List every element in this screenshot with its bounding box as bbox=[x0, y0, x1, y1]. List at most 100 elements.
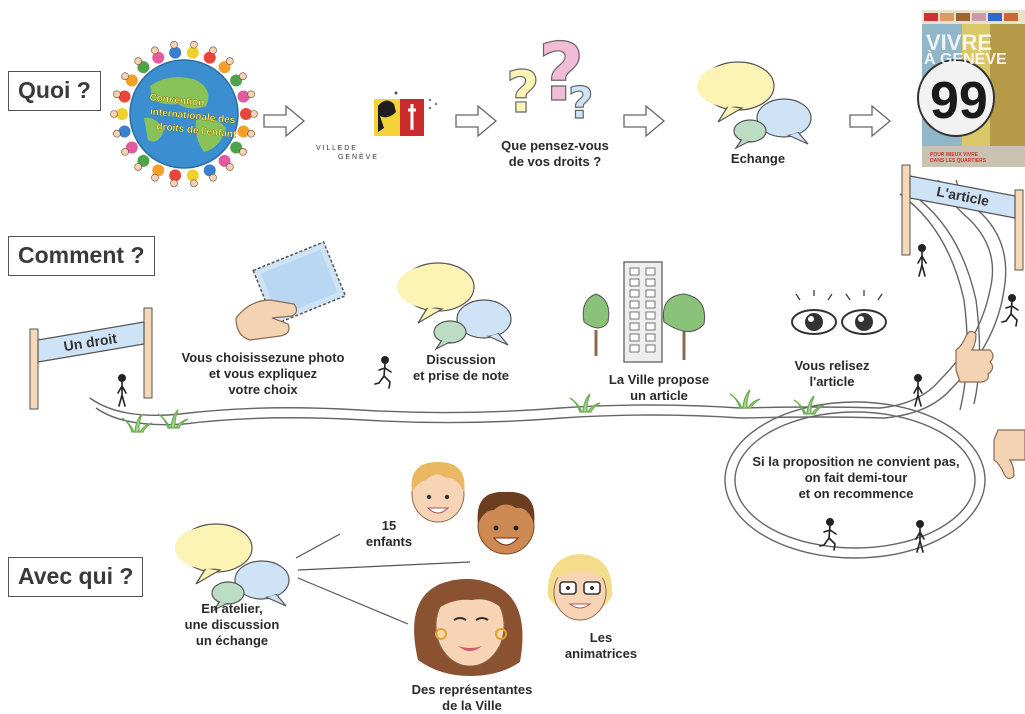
child-figure bbox=[118, 125, 131, 138]
echange-label: Echange bbox=[730, 151, 786, 166]
question-marks-icon: ? ? ? bbox=[505, 25, 594, 129]
child-head bbox=[239, 148, 247, 156]
magazine-number: 99 bbox=[930, 72, 988, 130]
child-figure bbox=[125, 141, 138, 154]
child-head bbox=[250, 110, 258, 118]
building-window bbox=[629, 311, 640, 320]
arrow-right-icon bbox=[263, 105, 305, 137]
child-head bbox=[190, 179, 198, 188]
thumbs-up-icon bbox=[955, 330, 994, 383]
child-figure bbox=[152, 164, 165, 177]
building-icon bbox=[623, 261, 663, 363]
eyes-icon bbox=[791, 290, 887, 335]
child-figure bbox=[169, 169, 182, 182]
woman-face-icon bbox=[547, 554, 613, 621]
running-figure-icon bbox=[117, 373, 127, 407]
building-window bbox=[629, 289, 640, 298]
woman-face-icon bbox=[414, 578, 523, 676]
building-window bbox=[645, 289, 656, 298]
child-head bbox=[226, 57, 234, 65]
connector-lines bbox=[295, 533, 471, 625]
building-window bbox=[629, 278, 640, 287]
child-figure bbox=[116, 108, 128, 120]
section-quoi: Quoi ? bbox=[8, 71, 101, 111]
child-head bbox=[134, 57, 142, 65]
child-head bbox=[110, 110, 118, 118]
building-window bbox=[629, 322, 640, 331]
magazine-caption-2: DANS LES QUARTIERS bbox=[930, 158, 987, 164]
child-head bbox=[121, 72, 129, 80]
building-window bbox=[645, 344, 656, 353]
loop-text: Si la proposition ne convient pas,on fai… bbox=[752, 454, 960, 501]
speech-bubbles-icon bbox=[696, 61, 812, 149]
svg-text:?: ? bbox=[568, 78, 594, 129]
child-figure bbox=[230, 141, 243, 154]
section-avec-qui: Avec qui ? bbox=[8, 557, 144, 597]
svg-text:?: ? bbox=[538, 26, 584, 119]
ville-text-1: V I L L E D E bbox=[316, 145, 356, 152]
running-figure-icon bbox=[917, 244, 927, 277]
arrow-right-icon bbox=[455, 105, 497, 137]
child-figure bbox=[118, 90, 131, 103]
child-figure bbox=[203, 164, 216, 177]
child-head bbox=[226, 163, 234, 171]
ville-text-2: G E N È V E bbox=[338, 152, 377, 161]
child-head bbox=[170, 179, 178, 188]
child-figure bbox=[240, 108, 252, 120]
running-figure-icon bbox=[913, 373, 923, 407]
photo-in-hand-icon bbox=[235, 241, 347, 341]
child-figure bbox=[152, 51, 165, 64]
child-figure bbox=[186, 46, 199, 59]
child-head bbox=[113, 90, 121, 99]
child-head bbox=[209, 173, 217, 182]
arrow-right-icon bbox=[849, 105, 891, 137]
section-comment: Comment ? bbox=[8, 236, 155, 276]
grass-decoration bbox=[121, 413, 153, 433]
start-sign bbox=[29, 307, 153, 410]
magazine-caption-1: POUR MIEUX VIVRE bbox=[930, 152, 979, 158]
child-figure bbox=[125, 74, 138, 87]
building-window bbox=[629, 267, 640, 276]
end-sign bbox=[901, 164, 1024, 271]
child-head bbox=[151, 46, 159, 55]
child-head bbox=[247, 129, 255, 138]
running-figure-icon bbox=[374, 355, 392, 389]
child-head bbox=[170, 40, 178, 49]
building-window bbox=[645, 267, 656, 276]
magazine-cover bbox=[917, 10, 1025, 167]
building-window bbox=[645, 322, 656, 331]
building-window bbox=[645, 300, 656, 309]
magazine-title-line2: À GENÈVE bbox=[924, 49, 1007, 68]
running-figure-icon bbox=[1001, 293, 1019, 327]
speech-bubbles-icon bbox=[396, 262, 512, 350]
thumbs-down-icon bbox=[993, 429, 1025, 480]
building-window bbox=[629, 333, 640, 342]
speech-bubbles-icon bbox=[174, 523, 290, 611]
child-head bbox=[121, 148, 129, 156]
child-head bbox=[209, 46, 217, 55]
child-figure bbox=[169, 46, 182, 59]
child-head bbox=[151, 173, 159, 182]
child-figure bbox=[237, 90, 250, 103]
building-window bbox=[645, 278, 656, 287]
arrow-right-icon bbox=[623, 105, 665, 137]
tree-icon bbox=[582, 293, 706, 360]
child-face-icon bbox=[411, 462, 465, 523]
child-figure bbox=[203, 51, 216, 64]
globe-children-icon bbox=[110, 40, 258, 188]
child-head bbox=[247, 90, 255, 99]
geneva-coat-of-arms-icon bbox=[374, 91, 438, 136]
running-figure-icon bbox=[819, 517, 837, 551]
building-window bbox=[629, 344, 640, 353]
svg-text:?: ? bbox=[506, 58, 540, 126]
child-face-icon bbox=[477, 491, 535, 555]
